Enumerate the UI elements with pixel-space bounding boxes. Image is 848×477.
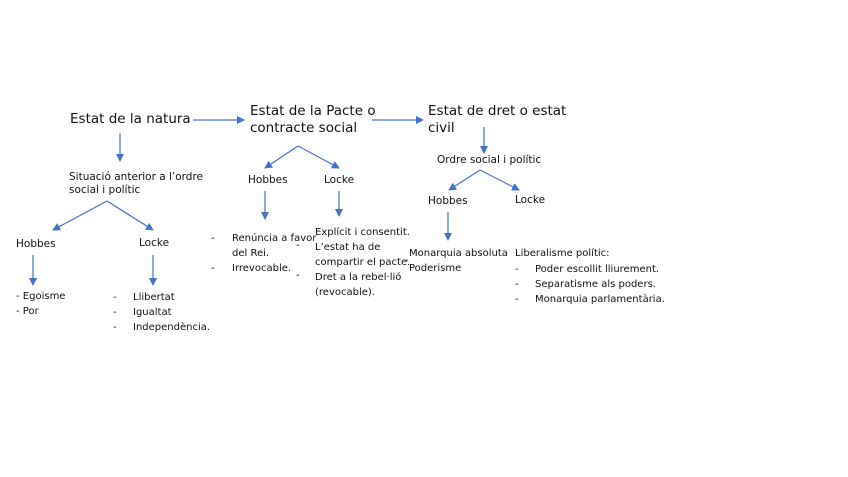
- pact-hobbes-item-1-line1: Renúncia a favor: [232, 233, 317, 244]
- civil-locke-label: Locke: [515, 194, 546, 206]
- stage-civil-title-line1: Estat de dret o estat: [428, 103, 567, 119]
- stage-civil-title-line2: civil: [428, 119, 455, 136]
- nature-hobbes-item-2: Por: [22, 306, 39, 317]
- nature-locke-item-3: Independència.: [133, 322, 211, 333]
- bullet-marker: -: [16, 306, 20, 317]
- civil-locke-item-2: Separatisme als poders.: [535, 279, 656, 290]
- list-item: - Poder escollit lliurement.: [515, 262, 665, 277]
- branch-nature-hobbes: [52, 200, 108, 231]
- branch-civil-hobbes: [448, 169, 481, 191]
- pact-locke-item-3-line1: Dret a la rebel·lió: [315, 272, 402, 283]
- pact-locke-item-1: Explícit i consentit.: [315, 227, 410, 238]
- civil-hobbes-list: Monarquia absoluta Poderisme: [409, 246, 508, 276]
- civil-locke-item-1: Poder escollit lliurement.: [535, 264, 660, 275]
- bullet-marker: -: [515, 264, 519, 275]
- list-item: - Independència.: [113, 320, 210, 335]
- bullet-marker: -: [296, 240, 300, 251]
- list-item: - Renúncia a favor del Rei.: [211, 231, 316, 261]
- civil-locke-item-3: Monarquia parlamentària.: [535, 294, 665, 305]
- bullet-marker: -: [113, 292, 117, 303]
- civil-hobbes-item-2: Poderisme: [409, 263, 462, 274]
- pact-hobbes-item-2: Irrevocable.: [232, 263, 292, 274]
- civil-order-label: Ordre social i polític: [437, 154, 542, 166]
- branch-pact-hobbes: [264, 145, 299, 169]
- pact-locke-item-2-line2: compartir el pacte.: [315, 257, 411, 268]
- list-item: - Por: [16, 304, 65, 319]
- stage-nature-title: Estat de la natura: [70, 111, 191, 127]
- bullet-marker: -: [16, 291, 20, 302]
- stage-pact-title: Estat de la Pacte o contracte social: [250, 103, 376, 137]
- bullet-marker: -: [211, 233, 215, 244]
- list-item: - Monarquia parlamentària.: [515, 292, 665, 307]
- pact-locke-label: Locke: [324, 174, 355, 186]
- nature-hobbes-item-1: Egoisme: [22, 291, 66, 302]
- pact-locke-list: Explícit i consentit. L’estat ha de comp…: [315, 225, 410, 300]
- civil-locke-list: - Poder escollit lliurement. - Separatisme…: [515, 262, 665, 307]
- civil-hobbes-item-1: Monarquia absoluta: [409, 248, 508, 259]
- nature-hobbes-list: - Egoisme - Por: [16, 289, 65, 319]
- bullet-marker: -: [405, 255, 409, 266]
- pact-locke-item-2-line1: L’estat ha de: [315, 242, 381, 253]
- list-item: - Separatisme als poders.: [515, 277, 665, 292]
- nature-locke-list: - Llibertat - Igualtat - Independència.: [113, 290, 210, 335]
- branch-pact-locke: [297, 145, 340, 169]
- nature-situation-line2: social i polític: [69, 184, 141, 197]
- nature-locke-item-1: Llibertat: [133, 292, 175, 303]
- branch-nature-locke: [106, 200, 154, 231]
- pact-hobbes-list: - Renúncia a favor del Rei. - Irrevocabl…: [211, 231, 316, 276]
- stage-civil-title: Estat de dret o estat civil: [428, 103, 566, 137]
- pact-hobbes-item-1-line2: del Rei.: [232, 248, 270, 259]
- bullet-marker: -: [211, 263, 215, 274]
- bullet-marker: -: [296, 270, 300, 281]
- stage-pact-title-line2: contracte social: [250, 119, 358, 136]
- bullet-marker: -: [113, 322, 117, 333]
- nature-situation-line1: Situació anterior a l’ordre: [69, 171, 204, 183]
- stage-pact-title-line1: Estat de la Pacte o: [250, 103, 376, 119]
- list-item: - Igualtat: [113, 305, 210, 320]
- nature-situation-label: Situació anterior a l’ordre social i pol…: [69, 171, 203, 197]
- list-item: - Egoisme: [16, 289, 65, 304]
- list-item: - Llibertat: [113, 290, 210, 305]
- bullet-marker: -: [515, 294, 519, 305]
- pact-hobbes-label: Hobbes: [248, 174, 288, 186]
- list-item: - Irrevocable.: [211, 261, 316, 276]
- nature-locke-label: Locke: [139, 237, 170, 249]
- branch-civil-locke: [479, 169, 520, 191]
- nature-hobbes-label: Hobbes: [16, 238, 56, 250]
- bullet-marker: -: [113, 307, 117, 318]
- civil-hobbes-label: Hobbes: [428, 195, 468, 207]
- pact-locke-item-3-line2: (revocable).: [315, 287, 375, 298]
- nature-locke-item-2: Igualtat: [133, 307, 172, 318]
- bullet-marker: -: [515, 279, 519, 290]
- civil-locke-heading: Liberalisme polític:: [515, 248, 610, 259]
